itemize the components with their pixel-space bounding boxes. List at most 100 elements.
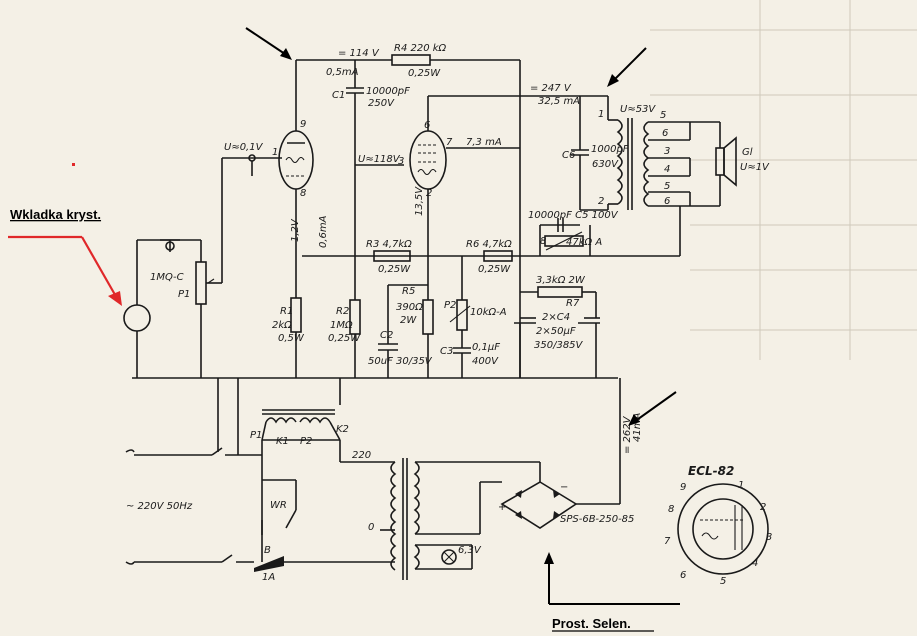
resistor-r6 (483, 250, 513, 262)
r3-label: R3 4,7kΩ (366, 239, 412, 250)
otx-pin5a: 5 (660, 110, 666, 121)
pilot-lamp-icon (441, 549, 457, 565)
r3-watt: 0,25W (378, 264, 411, 275)
c3-label: C3 (440, 346, 453, 357)
switch-wr-label: WR (270, 500, 287, 511)
triode-pin1: 1 (272, 147, 278, 158)
lamp-voltage: 6,3V (458, 545, 482, 556)
pentode-pin3: 3 (398, 156, 404, 167)
otx-pin5b: 5 (664, 181, 670, 192)
r6-label: R6 4,7kΩ (466, 239, 512, 250)
ecl-pin4: 4 (752, 558, 758, 569)
resistor-r7 (537, 286, 583, 298)
r5-value: 390Ω (396, 302, 423, 313)
switch-p1: P1 (250, 430, 262, 441)
c1-label: C1 (332, 90, 345, 101)
red-dot (72, 163, 75, 166)
rectified-current: 41mA (632, 413, 643, 442)
bridge-minus: − (560, 482, 568, 493)
triode-pin8: 8 (300, 188, 306, 199)
r5-label: R5 (402, 286, 415, 297)
fuse-rating: 1A (262, 572, 275, 583)
r1-value: 2kΩ (272, 320, 292, 331)
ecl-pin1: 1 (738, 480, 744, 491)
c1-voltage-label: 250V (368, 98, 395, 109)
switch-p2: P2 (300, 436, 312, 447)
p2-label: P2 (444, 300, 456, 311)
output-transformer (580, 96, 721, 211)
volume-pot-p1 (170, 157, 282, 378)
power-switch-wr (261, 479, 297, 535)
ecl-pin5: 5 (720, 576, 726, 587)
switch-k1: K1 (276, 436, 289, 447)
ecl-pin7: 7 (664, 536, 671, 547)
anode-voltage-label: = 114 V (338, 48, 380, 59)
crystal-cartridge-symbol (123, 239, 180, 378)
otx-pin2: 2 (598, 196, 604, 207)
bridge-plus: + (498, 502, 506, 513)
r2-label: R2 (336, 306, 349, 317)
switch-k2: K2 (336, 424, 349, 435)
r7-label: R7 (566, 298, 580, 309)
r6-watt: 0,25W (478, 264, 511, 275)
capacitor-c2 (378, 285, 398, 378)
fuse-label: B (264, 545, 271, 556)
c2-value: 50uF 30/35V (368, 356, 433, 367)
ecl82-title: ECL-82 (688, 464, 734, 478)
mains-voltage: ~ 220V 50Hz (126, 501, 193, 512)
tone-network (539, 218, 591, 256)
r1-watt: 0,5W (278, 333, 305, 344)
speaker-voltage: U≈1V (740, 162, 770, 173)
r2-watt: 0,25W (328, 333, 361, 344)
pot-p2 (449, 256, 471, 378)
speaker-icon (715, 136, 737, 187)
otx-pin3: 3 (664, 146, 670, 157)
tone-pot-label: 47kΩ A (566, 237, 602, 248)
red-arrow-icon (81, 236, 122, 306)
otx-pin6b: 6 (664, 196, 670, 207)
otx-pin6a: 6 (662, 128, 668, 139)
c1-value-label: 10000pF (366, 86, 410, 97)
r4-label: R4 220 kΩ (394, 43, 447, 54)
pentode-tube-symbol (409, 95, 608, 300)
grid-voltage-label: U≈0,1V (224, 142, 264, 153)
arrow-icon-mid-right (628, 391, 677, 426)
resistor-r3 (373, 250, 411, 262)
c4-value: 2×50µF (536, 326, 576, 337)
ecl-pin9: 9 (680, 482, 686, 493)
p2-value: 10kΩ-A (470, 307, 507, 318)
resistor-r5 (422, 299, 434, 335)
triode-pin9: 9 (300, 119, 306, 130)
cathode-current: 0,6mA (318, 215, 329, 248)
pentode-pin7: 7 (446, 137, 453, 148)
screen-current-label: 7,3 mA (466, 137, 502, 148)
triode-tube-symbol (278, 60, 314, 298)
r5-watt: 2W (400, 315, 417, 326)
c6-label: C6 (562, 150, 575, 161)
pentode-cathode-voltage: 13,5V (414, 186, 425, 216)
anode-current-label: 0,5mA (326, 67, 359, 78)
c6-value: 1000pF (591, 144, 629, 155)
ecl82-pinout-diagram (677, 483, 769, 575)
r2-value: 1MΩ (330, 320, 353, 331)
otx-pin4: 4 (664, 164, 670, 175)
ecl-pin3: 3 (766, 532, 772, 543)
pentode-grid-voltage: U≈118V (358, 154, 401, 165)
c3-voltage: 400V (472, 356, 499, 367)
speaker-label: Gl (742, 147, 753, 158)
fuse-b (254, 556, 395, 572)
capacitor-c6 (571, 96, 589, 210)
tone-b-label: 8 (540, 236, 546, 247)
otx-pin1: 1 (598, 109, 604, 120)
ecl-pin8: 8 (668, 504, 674, 515)
p1-type-label: 1MQ-C (150, 272, 184, 283)
c4-label: 2×C4 (542, 312, 570, 323)
c4-voltage: 350/385V (534, 340, 584, 351)
switch-coil-k1k2 (261, 409, 341, 462)
capacitor-c4 (514, 292, 600, 378)
up-arrow-icon (544, 552, 680, 605)
resistor-r4 (391, 54, 431, 66)
annotation-wkladka: Wkladka kryst. (10, 207, 101, 222)
p1-label: P1 (178, 289, 190, 300)
